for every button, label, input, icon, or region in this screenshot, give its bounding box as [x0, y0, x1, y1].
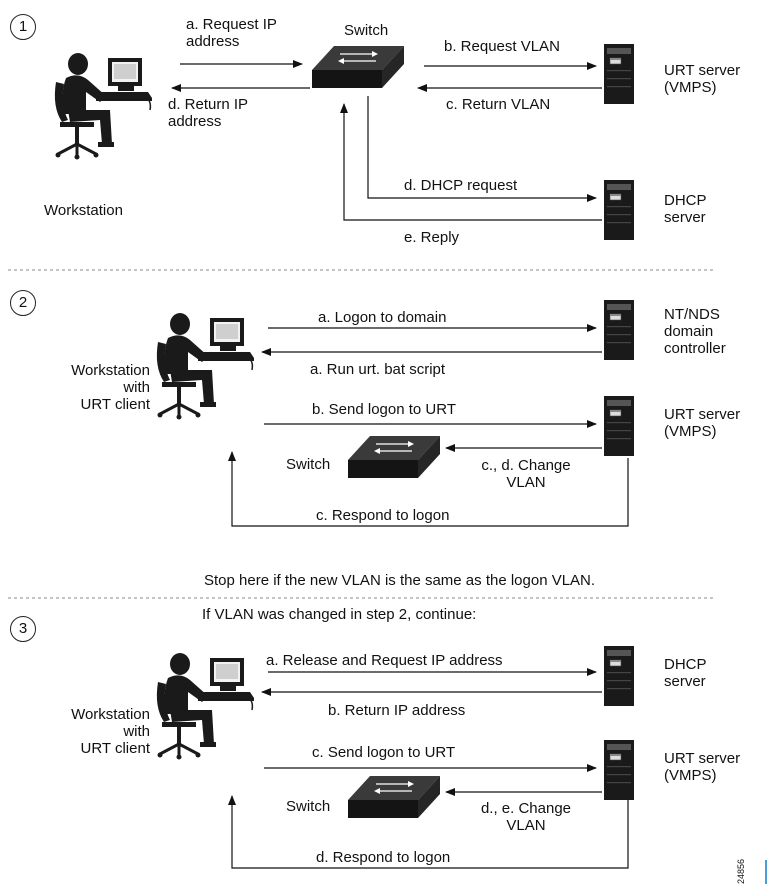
switch-2-icon [347, 435, 441, 479]
label-switch-2: Switch [286, 456, 331, 473]
dhcp-server-3-icon [603, 645, 635, 707]
label-logon-domain: a. Logon to domain [318, 309, 447, 326]
workstation-icon [53, 51, 154, 161]
label-change-vlan-3: d., e. Change VLAN [480, 800, 572, 834]
figure-id: 24856 [736, 858, 746, 884]
label-switch-3: Switch [286, 798, 331, 815]
label-respond-logon: c. Respond to logon [316, 507, 450, 524]
label-send-logon: b. Send logon to URT [312, 401, 456, 418]
section-2 [155, 299, 635, 527]
step-1-badge: 1 [10, 14, 36, 40]
label-reply: e. Reply [404, 229, 460, 246]
urt-server-3-icon [603, 739, 635, 801]
label-workstation-urt-3: Workstation with URT client [71, 706, 150, 757]
arrow-respond-logon-3 [228, 795, 629, 869]
label-dhcp-server: DHCP server [664, 192, 707, 226]
label-request-vlan: b. Request VLAN [444, 38, 560, 55]
label-urt-server-3: URT server (VMPS) [664, 750, 741, 784]
label-return-ip-3: b. Return IP address [328, 702, 466, 719]
arrow-dhcp-request [367, 96, 597, 202]
step-2-badge: 2 [10, 290, 36, 316]
arrow-respond-logon [228, 451, 629, 527]
section-1 [53, 43, 635, 241]
label-request-ip: a. Request IP address [186, 16, 277, 50]
label-send-logon-3: c. Send logon to URT [312, 744, 456, 761]
label-release-request-ip: a. Release and Request IP address [266, 652, 503, 669]
note-stop-here: Stop here if the new VLAN is the same as… [204, 572, 596, 589]
label-workstation-urt: Workstation with URT client [71, 362, 150, 413]
label-nt-nds: NT/NDS domain controller [664, 306, 726, 357]
workstation-urt-3-icon [155, 651, 256, 761]
urt-server-2-icon [603, 395, 635, 457]
dhcp-server-icon [603, 179, 635, 241]
label-return-vlan: c. Return VLAN [446, 96, 551, 113]
label-switch: Switch [344, 22, 389, 39]
label-workstation: Workstation [44, 202, 123, 219]
section-3 [155, 645, 635, 869]
workstation-urt-icon [155, 311, 256, 421]
urt-server-icon [603, 43, 635, 105]
label-change-vlan: c., d. Change VLAN [481, 457, 571, 491]
arrow-reply [340, 103, 602, 221]
label-dhcp-request: d. DHCP request [404, 177, 518, 194]
switch-icon [311, 45, 405, 89]
label-urt-server-2: URT server (VMPS) [664, 406, 741, 440]
note-continue: If VLAN was changed in step 2, continue: [202, 606, 477, 623]
label-urt-server: URT server (VMPS) [664, 62, 741, 96]
label-run-script: a. Run urt. bat script [310, 361, 446, 378]
nt-nds-server-icon [603, 299, 635, 361]
switch-3-icon [347, 775, 441, 819]
label-dhcp-server-3: DHCP server [664, 656, 707, 690]
label-return-ip: d. Return IP address [168, 96, 249, 130]
step-3-badge: 3 [10, 616, 36, 642]
label-respond-logon-3: d. Respond to logon [316, 849, 451, 866]
